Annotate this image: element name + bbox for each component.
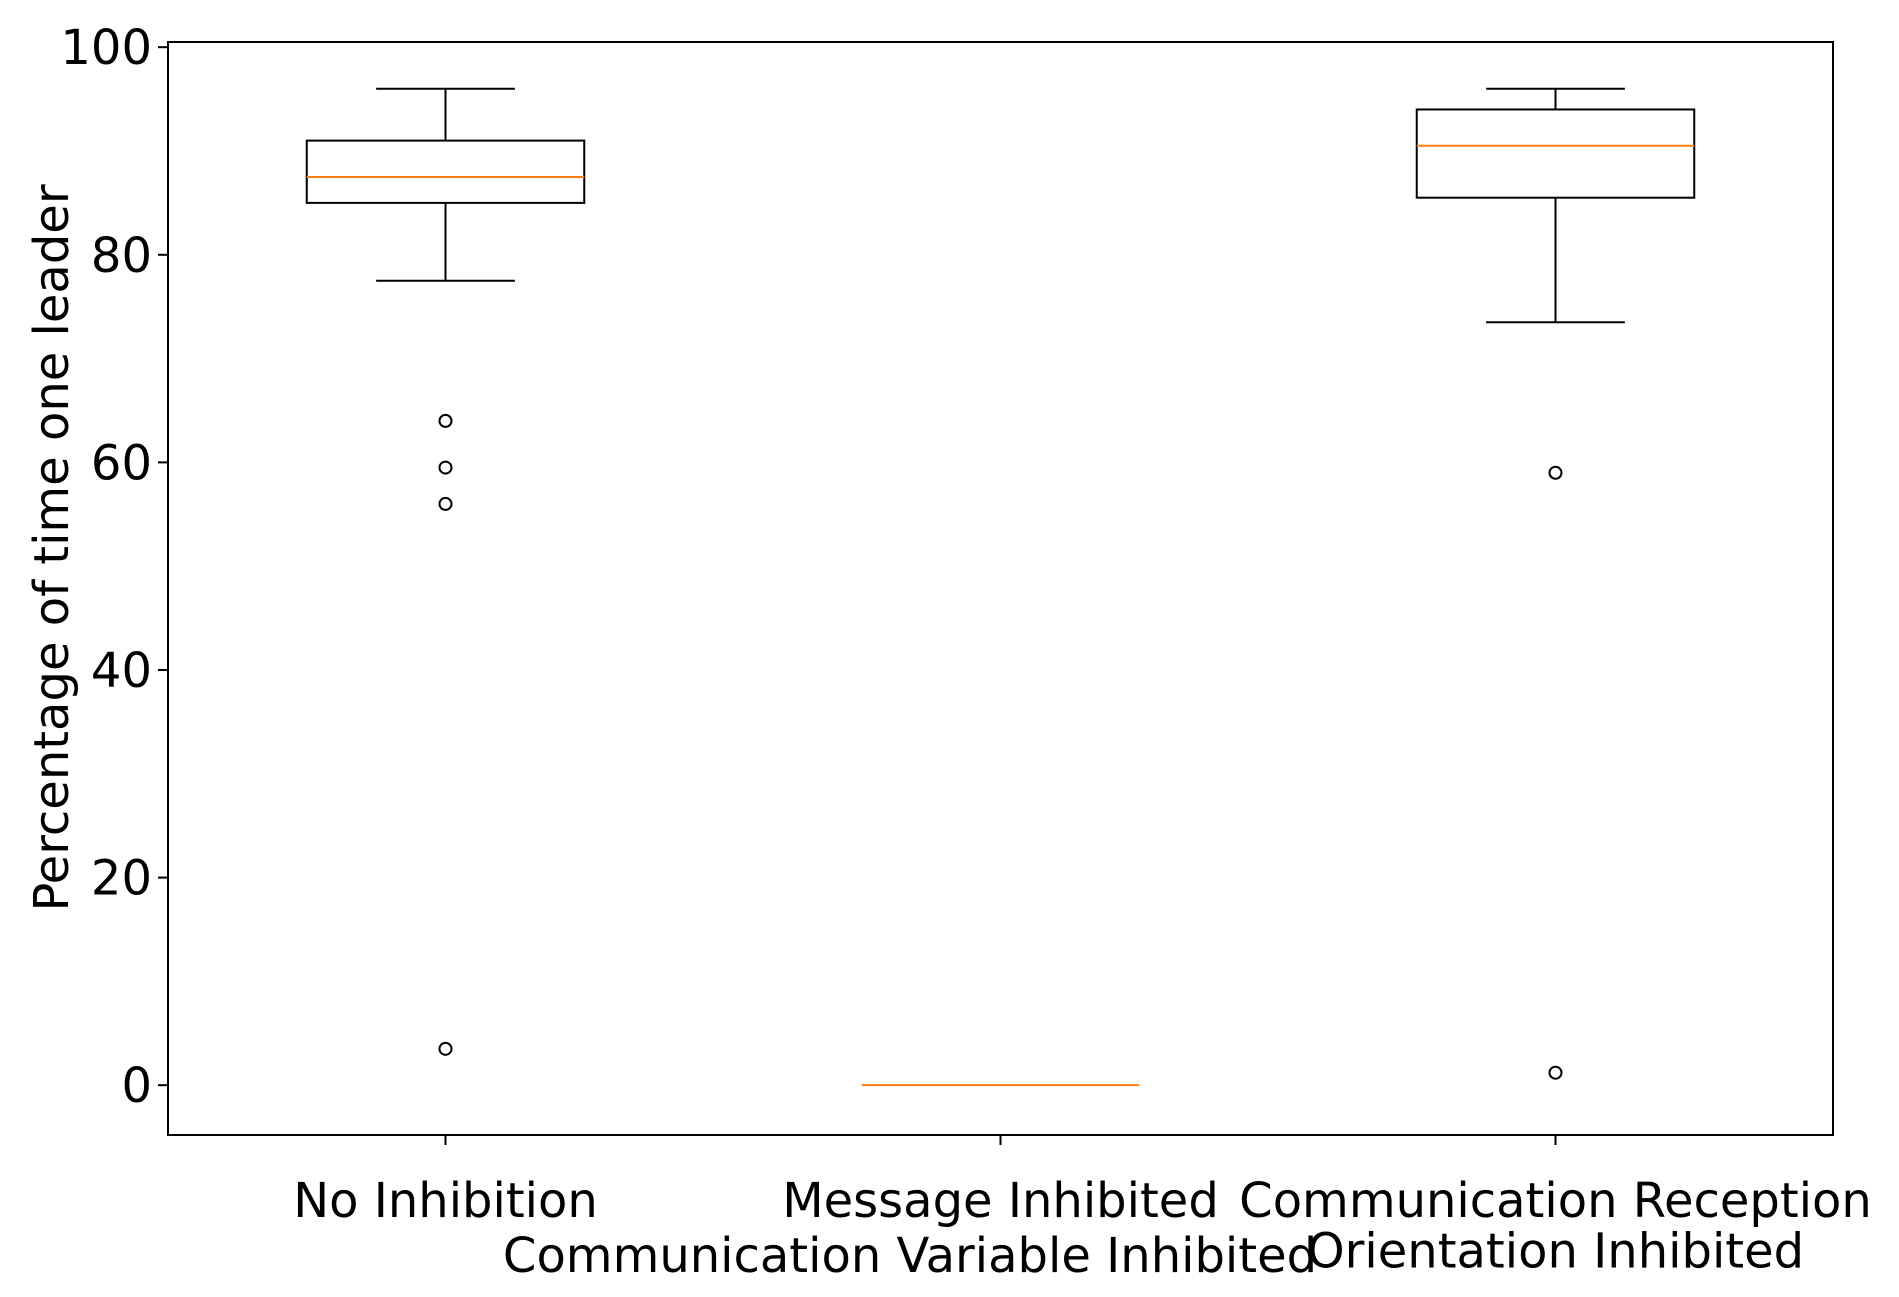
x-axis-label: Communication Variable Inhibited bbox=[503, 1228, 1317, 1284]
x-tick-label: Message Inhibited bbox=[782, 1173, 1219, 1229]
x-tick-label-line: Message Inhibited bbox=[782, 1173, 1219, 1229]
outlier-point bbox=[1548, 1065, 1563, 1080]
box-group bbox=[305, 87, 586, 1056]
y-tick-label: 100 bbox=[60, 20, 152, 76]
y-axis-label: Percentage of time one leader bbox=[24, 184, 80, 911]
outlier-point bbox=[438, 413, 453, 428]
boxes-layer bbox=[305, 87, 1696, 1087]
y-tick-label: 20 bbox=[91, 851, 152, 907]
outlier-point bbox=[1548, 465, 1563, 480]
y-tick-label: 80 bbox=[91, 228, 152, 284]
y-tick-label: 60 bbox=[91, 435, 152, 491]
x-tick-label-line: Communication Reception bbox=[1239, 1173, 1872, 1229]
iqr-box bbox=[1415, 108, 1696, 199]
y-tick-label: 0 bbox=[121, 1058, 152, 1114]
box-group bbox=[1415, 87, 1696, 1080]
y-axis: 0 20 40 60 80 100 bbox=[60, 20, 168, 1114]
x-tick-label-line: Orientation Inhibited bbox=[1307, 1223, 1804, 1279]
outlier-point bbox=[438, 460, 453, 475]
x-axis: No Inhibition Message Inhibited Communicat… bbox=[293, 1135, 1872, 1279]
iqr-box bbox=[305, 139, 586, 204]
outlier-point bbox=[438, 1041, 453, 1056]
x-tick-label-line: No Inhibition bbox=[293, 1173, 598, 1229]
y-tick-label: 40 bbox=[91, 643, 152, 699]
plot-area-frame bbox=[167, 41, 1834, 1136]
x-tick-label: No Inhibition bbox=[293, 1173, 598, 1229]
outlier-point bbox=[438, 496, 453, 511]
